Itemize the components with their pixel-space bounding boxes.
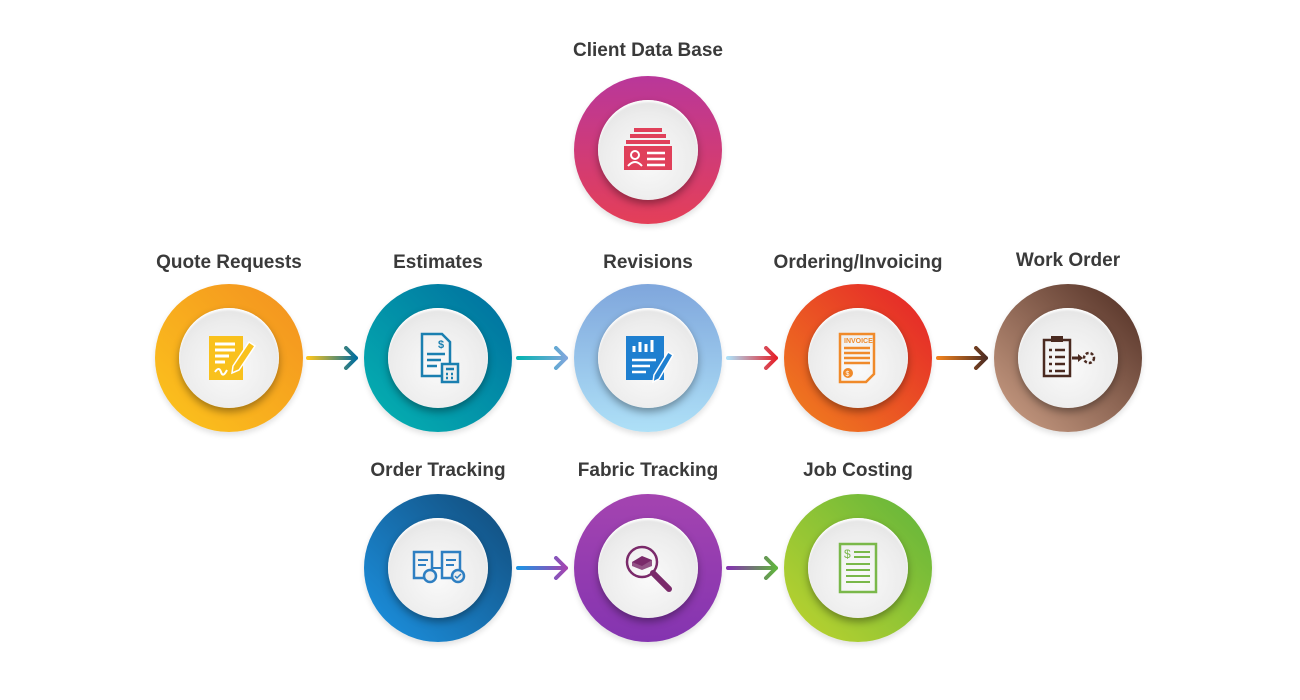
process-node-fabric-tracking[interactable] [574, 494, 722, 642]
node-inner-disc [179, 308, 279, 408]
process-node-revisions[interactable] [574, 284, 722, 432]
process-node-job-costing[interactable]: $ [784, 494, 932, 642]
node-label: Quote Requests [156, 252, 302, 273]
node-inner-disc: INVOICE $ [808, 308, 908, 408]
arrow-icon [516, 556, 570, 580]
quote-pen-icon [209, 336, 257, 380]
node-label: Job Costing [803, 460, 913, 481]
node-label: Ordering/Invoicing [773, 252, 943, 273]
arrow-icon [306, 346, 360, 370]
process-node-quote-requests[interactable] [155, 284, 303, 432]
process-node-client-data-base[interactable] [574, 76, 722, 224]
arrow-icon [936, 346, 990, 370]
node-inner-disc: $ [388, 308, 488, 408]
process-node-ordering-invoicing[interactable]: INVOICE $ [784, 284, 932, 432]
node-inner-disc: $ [808, 518, 908, 618]
node-label: Revisions [603, 252, 693, 273]
arrow-icon [726, 556, 780, 580]
estimate-calculator-icon: $ [420, 332, 460, 384]
node-inner-disc [598, 518, 698, 618]
svg-text:$: $ [846, 371, 850, 378]
node-label: Fabric Tracking [577, 460, 719, 481]
node-inner-disc [598, 308, 698, 408]
arrow-icon [726, 346, 780, 370]
node-label: Client Data Base [573, 40, 723, 61]
svg-text:$: $ [844, 547, 851, 561]
revision-chart-icon [626, 336, 675, 384]
svg-text:$: $ [438, 339, 444, 351]
node-inner-disc [1018, 308, 1118, 408]
client-card-icon [624, 128, 672, 170]
work-order-gear-icon [1042, 336, 1096, 378]
node-label: Estimates [393, 252, 483, 273]
node-label: Order Tracking [370, 460, 506, 481]
node-inner-disc [598, 100, 698, 200]
process-node-estimates[interactable]: $ [364, 284, 512, 432]
order-tracking-icon [412, 550, 466, 584]
job-costing-icon: $ [838, 542, 878, 594]
node-inner-disc [388, 518, 488, 618]
arrow-icon [516, 346, 570, 370]
node-label: Work Order [1015, 250, 1121, 271]
process-node-order-tracking[interactable] [364, 494, 512, 642]
process-node-work-order[interactable] [994, 284, 1142, 432]
svg-text:INVOICE: INVOICE [844, 338, 873, 345]
invoice-icon: INVOICE $ [838, 332, 876, 384]
fabric-search-icon [625, 545, 672, 592]
